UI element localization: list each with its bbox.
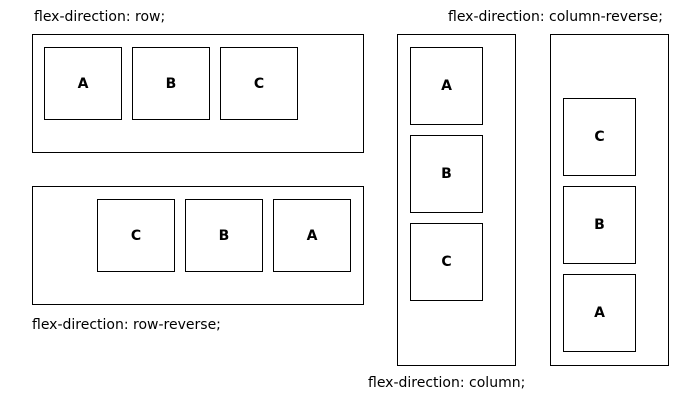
flex-item-c: C xyxy=(97,199,175,272)
flex-item-b: B xyxy=(185,199,263,272)
flex-item-a: A xyxy=(563,274,636,352)
panel-column-reverse: C B A xyxy=(550,34,669,366)
flex-item-a: A xyxy=(44,47,122,120)
caption-column-reverse: flex-direction: column-reverse; xyxy=(448,9,663,25)
panel-column: A B C xyxy=(397,34,516,366)
flex-item-a: A xyxy=(410,47,483,125)
flex-item-b: B xyxy=(132,47,210,120)
caption-row: flex-direction: row; xyxy=(34,9,166,25)
flex-item-b: B xyxy=(563,186,636,264)
flex-item-b: B xyxy=(410,135,483,213)
flex-item-a: A xyxy=(273,199,351,272)
panel-row: A B C xyxy=(32,34,364,153)
caption-row-reverse: flex-direction: row-reverse; xyxy=(32,317,221,333)
caption-column: flex-direction: column; xyxy=(368,375,526,391)
flex-item-c: C xyxy=(563,98,636,176)
panel-row-reverse: C B A xyxy=(32,186,364,305)
flex-item-c: C xyxy=(220,47,298,120)
flex-item-c: C xyxy=(410,223,483,301)
